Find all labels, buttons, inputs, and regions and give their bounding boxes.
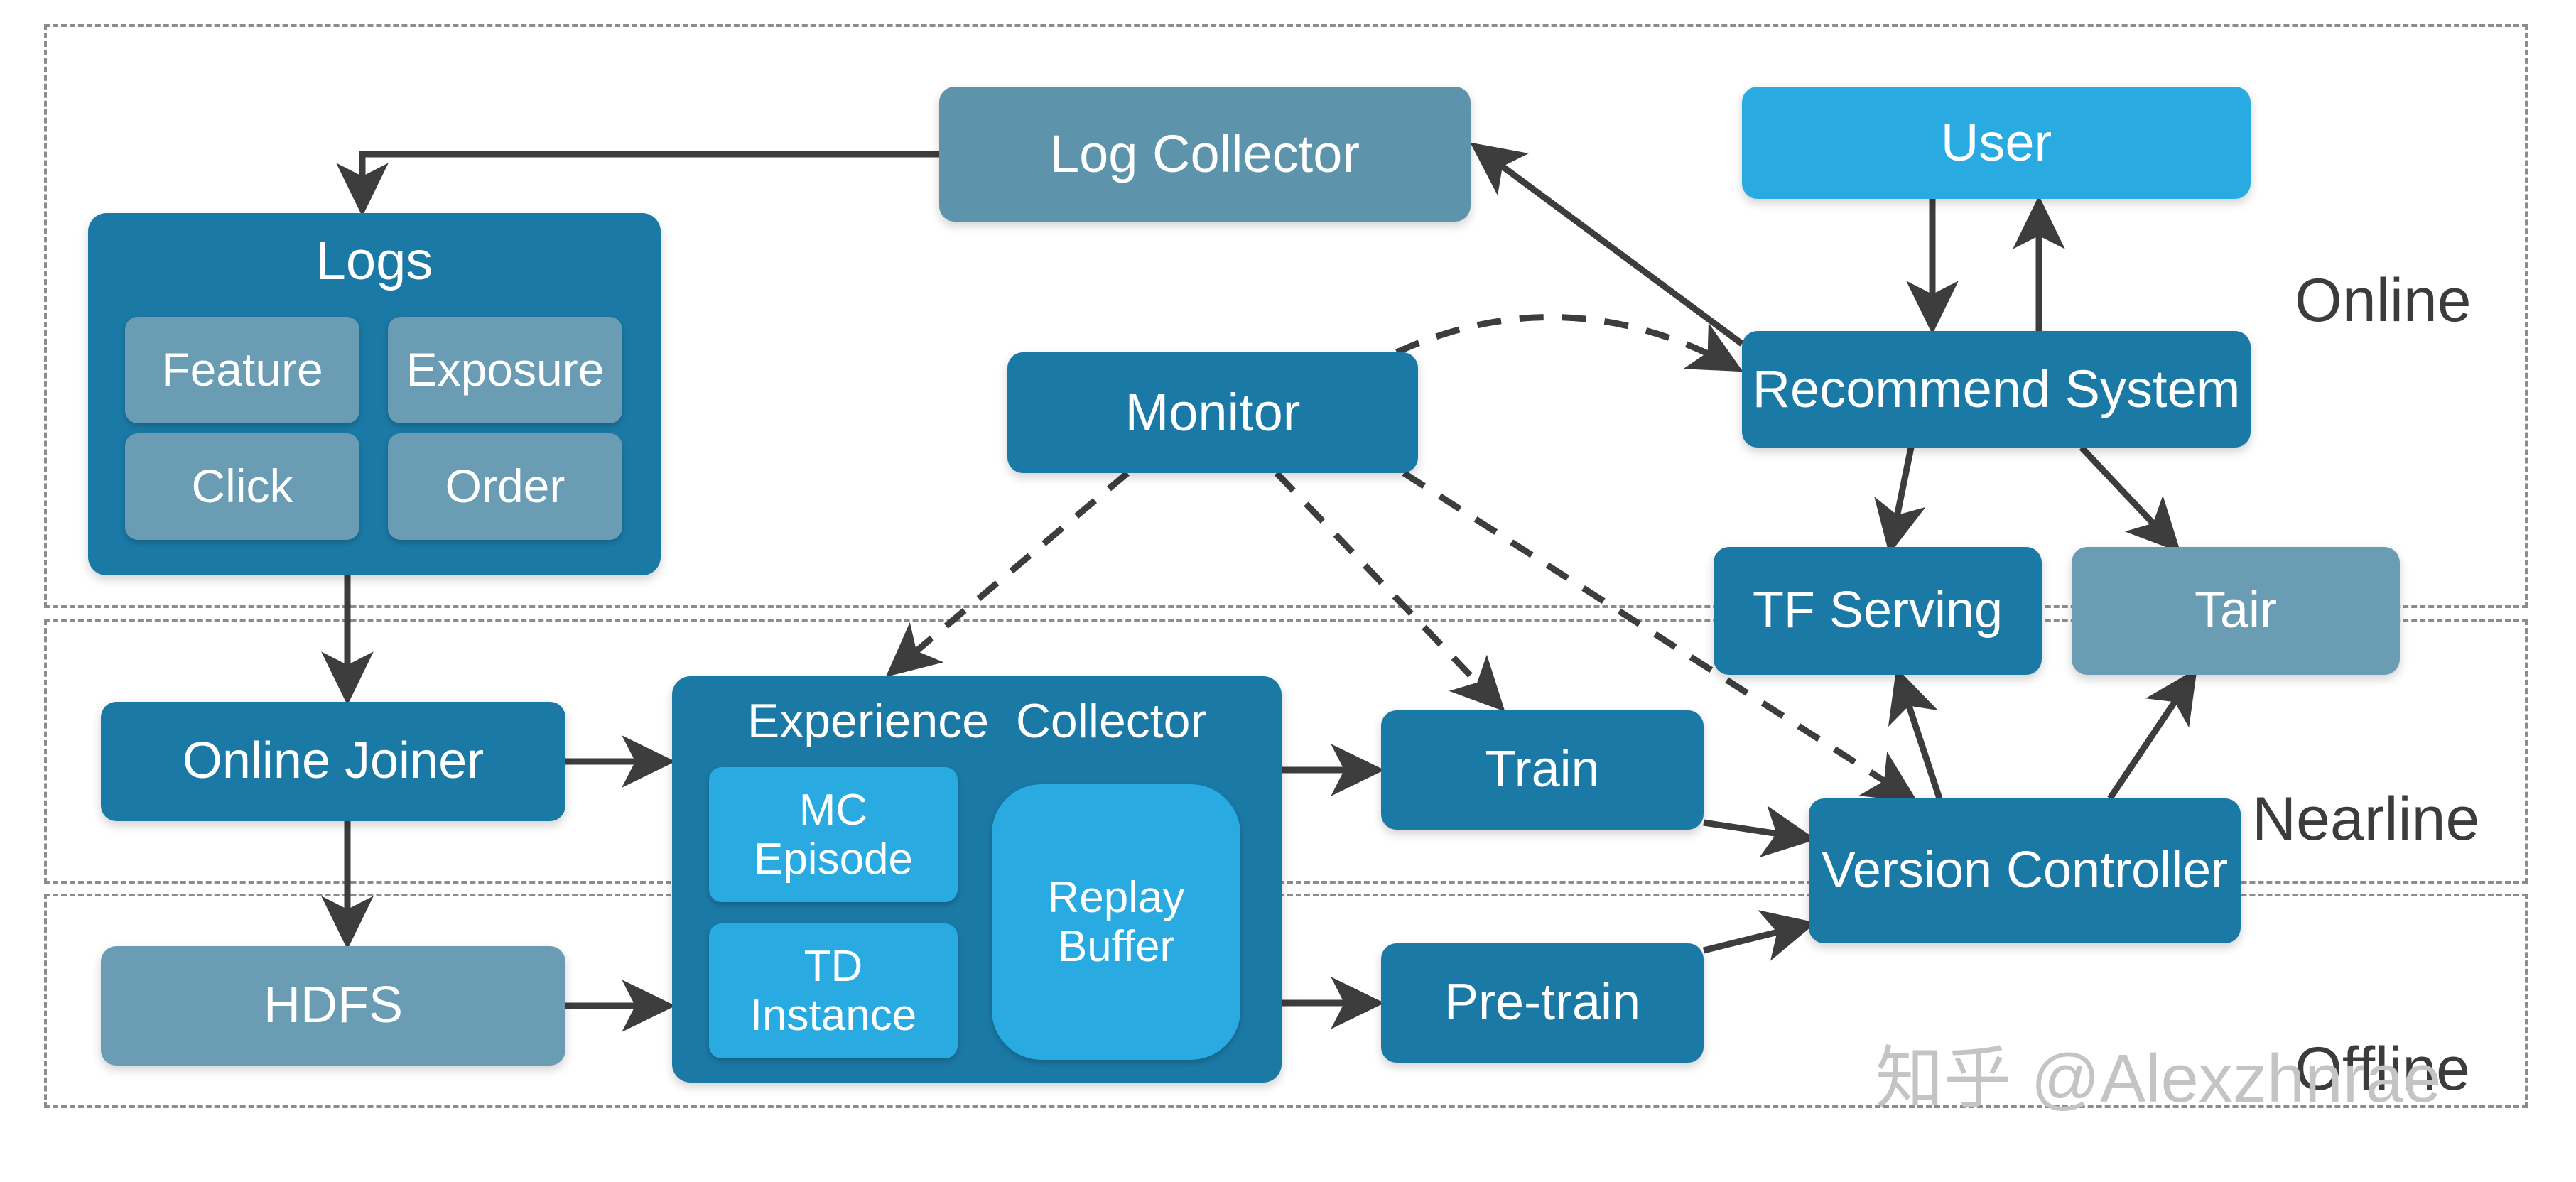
- node-monitor[interactable]: Monitor: [1007, 352, 1418, 473]
- chip-label: Exposure: [406, 343, 605, 396]
- node-tf-serving[interactable]: TF Serving: [1714, 547, 2042, 675]
- node-label: User: [1940, 113, 2052, 173]
- zone-label-online: Online: [2295, 266, 2472, 335]
- node-label: TF Serving: [1752, 582, 2003, 639]
- node-label: HDFS: [264, 977, 403, 1034]
- chip-label: TD Instance: [749, 941, 917, 1040]
- zone-offline: [44, 894, 2528, 1108]
- group-experience-collector[interactable]: Experience Collector MC Episode TD Insta…: [672, 676, 1282, 1083]
- node-label: Online Joiner: [182, 732, 485, 790]
- node-label: Log Collector: [1049, 124, 1360, 184]
- node-pre-train[interactable]: Pre-train: [1381, 943, 1704, 1063]
- chip-label: Click: [191, 460, 293, 513]
- group-title-experience-collector: Experience Collector: [747, 694, 1207, 748]
- chip-exposure[interactable]: Exposure: [388, 317, 622, 423]
- node-label: Version Controller: [1821, 842, 2229, 899]
- chip-label: Replay Buffer: [1047, 872, 1185, 971]
- group-logs[interactable]: Logs Feature Exposure Click Order: [88, 213, 661, 575]
- chip-replay-buffer[interactable]: Replay Buffer: [992, 784, 1240, 1060]
- node-train[interactable]: Train: [1381, 710, 1704, 830]
- chip-click[interactable]: Click: [125, 433, 359, 540]
- chip-feature[interactable]: Feature: [125, 317, 359, 423]
- zone-label-nearline: Nearline: [2252, 785, 2480, 853]
- node-version-controller[interactable]: Version Controller: [1809, 798, 2241, 943]
- chip-td-instance[interactable]: TD Instance: [709, 923, 958, 1058]
- node-online-joiner[interactable]: Online Joiner: [101, 702, 565, 821]
- chip-mc-episode[interactable]: MC Episode: [709, 767, 958, 902]
- node-tair[interactable]: Tair: [2072, 547, 2400, 675]
- watermark: 知乎 @Alexzhnrae: [1876, 1041, 2442, 1117]
- node-label: Tair: [2194, 582, 2277, 639]
- node-label: Train: [1485, 741, 1600, 798]
- node-label: Monitor: [1125, 383, 1301, 443]
- node-log-collector[interactable]: Log Collector: [939, 87, 1471, 222]
- chip-order[interactable]: Order: [388, 433, 622, 540]
- node-hdfs[interactable]: HDFS: [101, 946, 565, 1066]
- node-label: Recommend System: [1752, 359, 2241, 419]
- node-recommend-system[interactable]: Recommend System: [1742, 331, 2251, 448]
- chip-label: Order: [445, 460, 565, 513]
- node-label: Pre-train: [1444, 974, 1641, 1031]
- chip-label: MC Episode: [753, 785, 914, 884]
- group-title-logs: Logs: [315, 231, 433, 291]
- node-user[interactable]: User: [1742, 87, 2251, 199]
- zone-label-offline: Offline: [2295, 1035, 2470, 1103]
- chip-label: Feature: [161, 343, 323, 396]
